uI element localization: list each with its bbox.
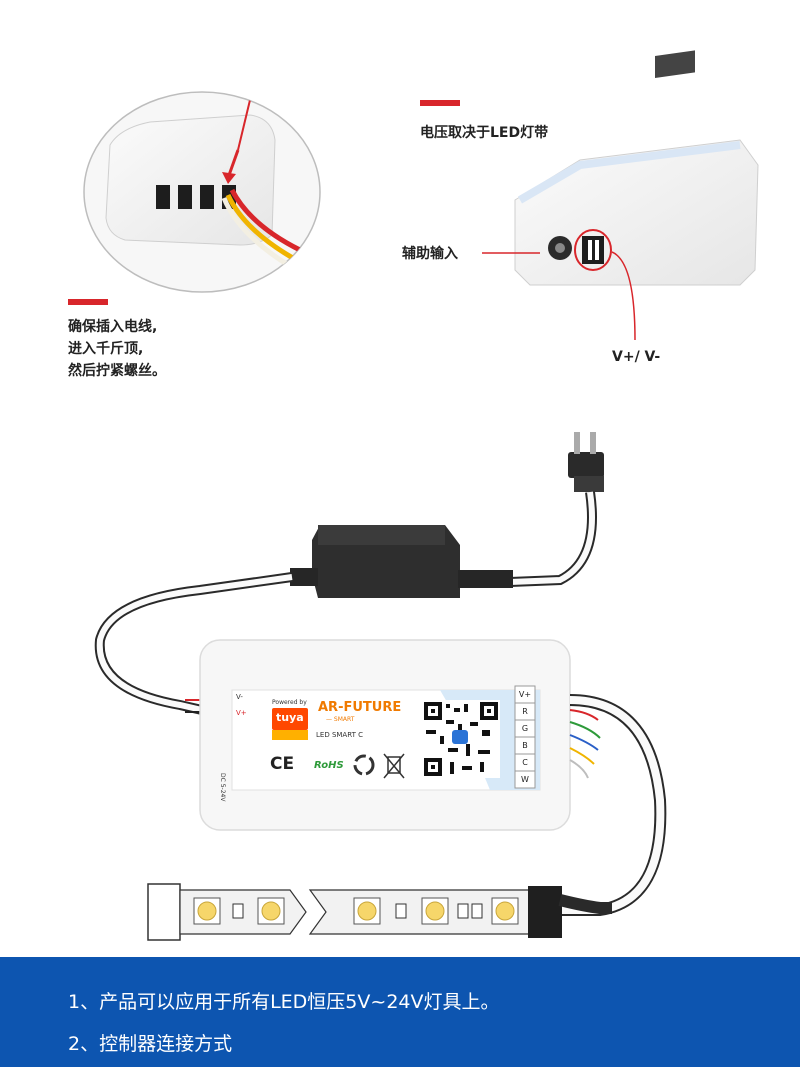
footer-banner: 1、产品可以应用于所有LED恒压5V~24V灯具上。 2、控制器连接方式 bbox=[0, 957, 800, 1067]
terminal-block bbox=[514, 685, 536, 789]
power-pin-vplus: V+ bbox=[236, 709, 247, 717]
wire-note-line: 进入千斤顶, bbox=[68, 341, 144, 357]
terminal-label: W bbox=[521, 775, 529, 784]
crossed-bin-icon bbox=[383, 753, 405, 779]
recycle-icon bbox=[353, 754, 375, 776]
terminal-label: B bbox=[522, 741, 528, 750]
rohs-mark: RoHS bbox=[314, 760, 344, 771]
brand-text: AR-FUTURE bbox=[318, 700, 402, 715]
plug-icon bbox=[568, 432, 604, 492]
voltage-note-marker bbox=[420, 100, 460, 106]
wire-note-line: 然后拧紧螺丝。 bbox=[68, 363, 166, 379]
footer-line-1: 1、产品可以应用于所有LED恒压5V~24V灯具上。 bbox=[68, 991, 500, 1013]
voltage-note: 电压取决于LED灯带 bbox=[420, 125, 549, 141]
ce-mark: CE bbox=[270, 754, 295, 774]
powered-by-text: Powered by bbox=[272, 699, 307, 706]
power-adapter bbox=[290, 525, 513, 598]
wire-note: 确保插入电线, 进入千斤顶, 然后拧紧螺丝。 bbox=[68, 316, 166, 382]
terminal-label: C bbox=[522, 758, 528, 767]
brand-sub-text: — SMART bbox=[326, 716, 355, 723]
tuya-logo-text: tuya bbox=[276, 711, 304, 724]
tuya-logo bbox=[272, 708, 308, 730]
product-text: LED SMART C bbox=[316, 731, 363, 739]
aux-input-label: 辅助输入 bbox=[402, 246, 458, 262]
led-strip bbox=[147, 883, 612, 941]
led-chip-icon bbox=[193, 897, 519, 925]
terminal-label: G bbox=[521, 724, 529, 733]
power-pin-vminus: V- bbox=[236, 693, 243, 701]
vplus-vminus-label: V+/ V- bbox=[612, 349, 661, 365]
wire-note-marker bbox=[68, 299, 108, 305]
terminal-label: R bbox=[522, 707, 528, 716]
qr-code-icon bbox=[422, 700, 500, 778]
terminal-labels: V+ R G B C W bbox=[515, 686, 535, 788]
dc-rating-text: DC 5-24V bbox=[219, 773, 226, 802]
footer-line-2: 2、控制器连接方式 bbox=[68, 1033, 233, 1055]
terminal-label: V+ bbox=[518, 690, 532, 699]
wire-note-line: 确保插入电线, bbox=[68, 319, 158, 335]
